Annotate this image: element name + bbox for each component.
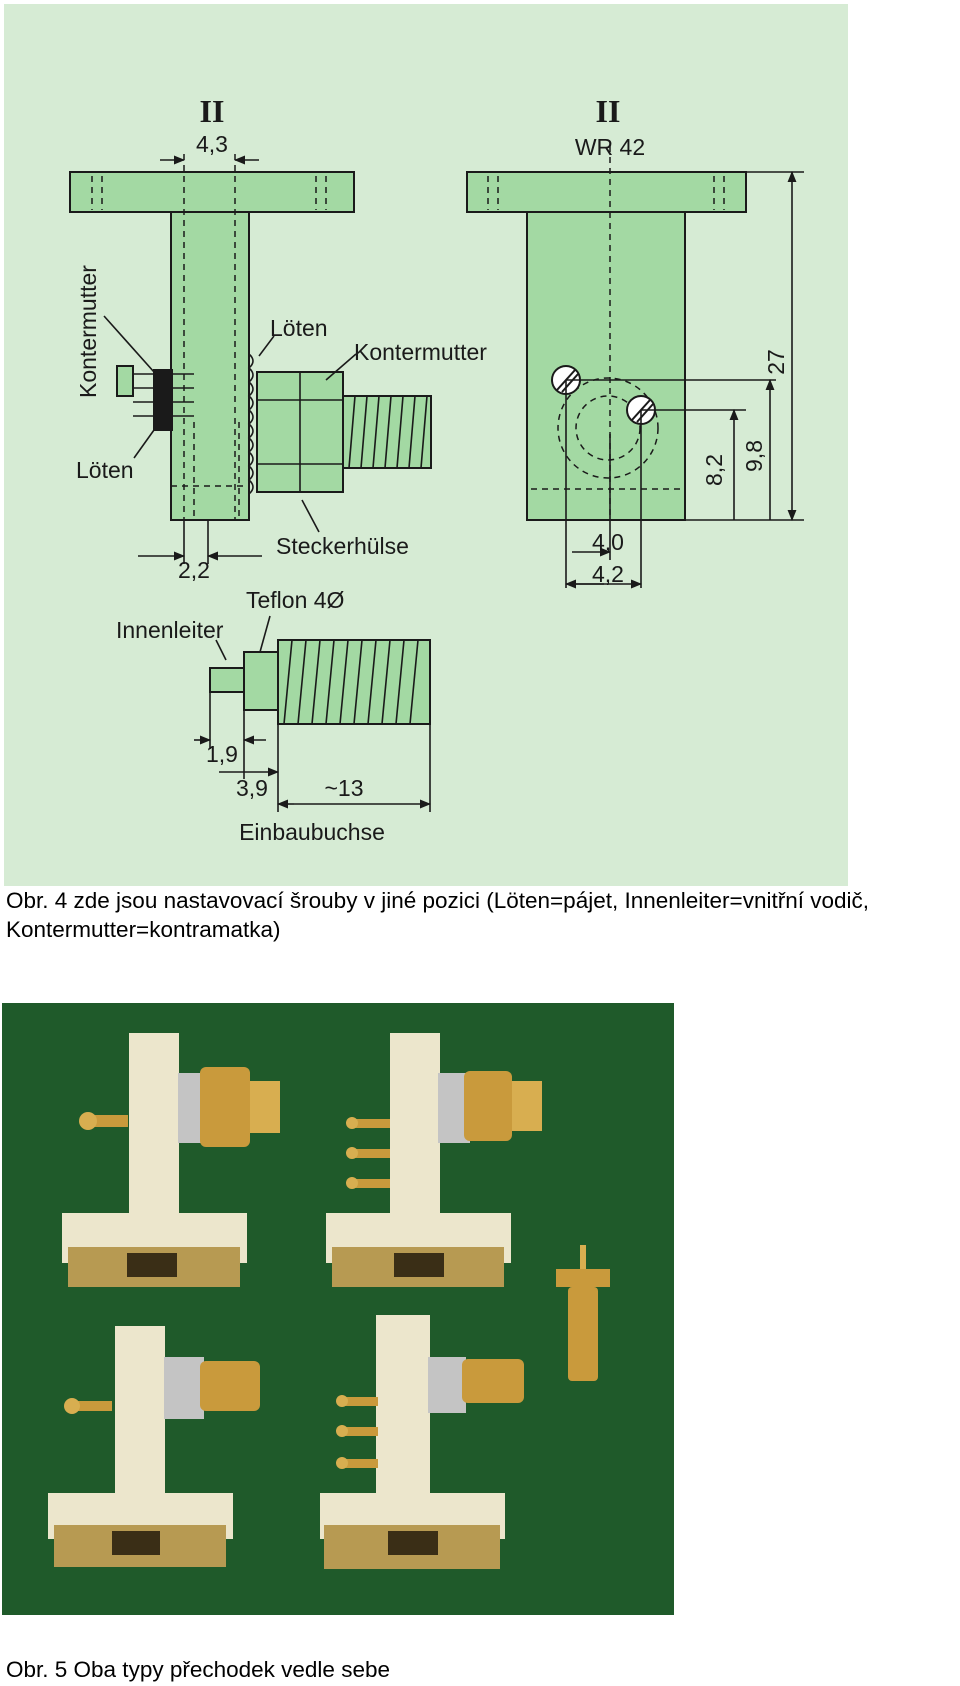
adapter-3 (48, 1326, 260, 1567)
dim-27: 27 (763, 349, 789, 375)
label-kontermutter-left: Kontermutter (75, 265, 101, 398)
left-flange (69, 171, 355, 213)
label-einbaubuchse: Einbaubuchse (239, 819, 385, 845)
label-loeten-bottom: Löten (76, 457, 134, 483)
figure-5-caption: Obr. 5 Oba typy přechodek vedle sebe (6, 1657, 390, 1682)
dim-13: ~13 (324, 775, 363, 801)
dim-9-8: 9,8 (741, 440, 767, 472)
dim-1-9: 1,9 (206, 741, 238, 767)
dim-4-3: 4,3 (196, 131, 228, 157)
right-flange (466, 171, 747, 213)
dim-4-2: 4,2 (592, 561, 624, 587)
tuning-screw-head (116, 365, 134, 397)
einbaubuchse-teflon (243, 651, 279, 711)
figure-4-caption: Obr. 4 zde jsou nastavovací šrouby v jin… (6, 888, 869, 942)
adapter-2 (326, 1033, 542, 1287)
einbaubuchse-inner-pin (209, 667, 245, 693)
waveguide-label: WR 42 (575, 134, 645, 160)
loose-sma-socket (556, 1245, 610, 1381)
dim-8-2: 8,2 (701, 454, 727, 486)
einbaubuchse-threaded-body (277, 639, 431, 725)
right-waveguide-body (526, 211, 686, 521)
tuning-screw-nut (153, 369, 173, 431)
solder-bumps (247, 353, 254, 495)
figure-4-drawing: II II WR 42 4,3 Kontermutter Löten Konte… (4, 4, 848, 886)
label-steckerhuelse: Steckerhülse (276, 533, 409, 559)
dim-4-0: 4,0 (592, 529, 624, 555)
figure-5-photo (2, 1003, 674, 1615)
connector-threaded-barrel (342, 395, 432, 469)
label-teflon: Teflon 4Ø (246, 587, 345, 613)
adapter-1 (62, 1033, 280, 1287)
section-mark-right: II (596, 93, 621, 129)
dim-3-9: 3,9 (236, 775, 268, 801)
section-mark-left: II (200, 93, 225, 129)
label-kontermutter-right: Kontermutter (354, 339, 487, 365)
dim-2-2: 2,2 (178, 557, 210, 583)
adapter-4 (320, 1315, 524, 1569)
label-innenleiter: Innenleiter (116, 617, 224, 643)
label-loeten-top: Löten (270, 315, 328, 341)
left-waveguide-body (170, 211, 250, 521)
